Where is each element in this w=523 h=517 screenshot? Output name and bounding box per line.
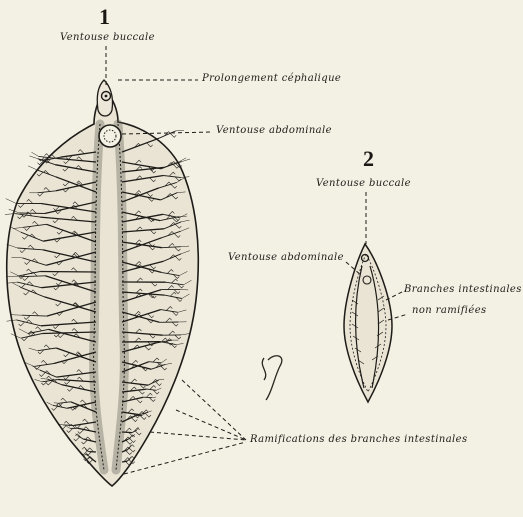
intestinal-branch-right [143,397,152,398]
intestinal-branch-right [122,432,132,433]
intestinal-branch-left [20,213,45,214]
intestinal-branch-left [6,199,16,204]
intestinal-branch-left [29,156,37,159]
label-ventouse-buccale-1: Ventouse buccale [60,32,155,43]
intestinal-branch-right-twig [170,133,176,137]
fluke-figure-2 [344,244,392,402]
figure-2-number: 2 [363,146,374,172]
intestinal-branch-right [159,131,176,138]
intestinal-branch-right [176,130,184,131]
figure-1-number: 1 [99,4,110,30]
fluke-figure-1 [5,80,198,486]
intestinal-branch-left [32,152,39,156]
fluke-1-oral-sucker-center [105,95,108,98]
label-prolongement-cephalique: Prolongement céphalique [202,73,341,84]
label-branches-intestinales: Branches intestinales [404,284,522,295]
leader-ram-c [150,432,246,440]
engraver-signature-mark [262,356,282,400]
fluke-2-body-outline [344,244,392,402]
label-ramifications: Ramifications des branches intestinales [250,434,468,445]
leader-ram-a [182,380,246,440]
fluke-1-ventral-sucker [99,125,121,147]
label-non-ramifiees: non ramifiées [412,305,487,316]
label-ventouse-abdominale-1: Ventouse abdominale [216,125,332,136]
label-ventouse-abdominale-2: Ventouse abdominale [228,252,344,263]
intestinal-branch-left [40,272,96,273]
leader-branches-2 [386,290,406,300]
label-ventouse-buccale-2: Ventouse buccale [316,178,411,189]
intestinal-branch-left [28,166,37,170]
